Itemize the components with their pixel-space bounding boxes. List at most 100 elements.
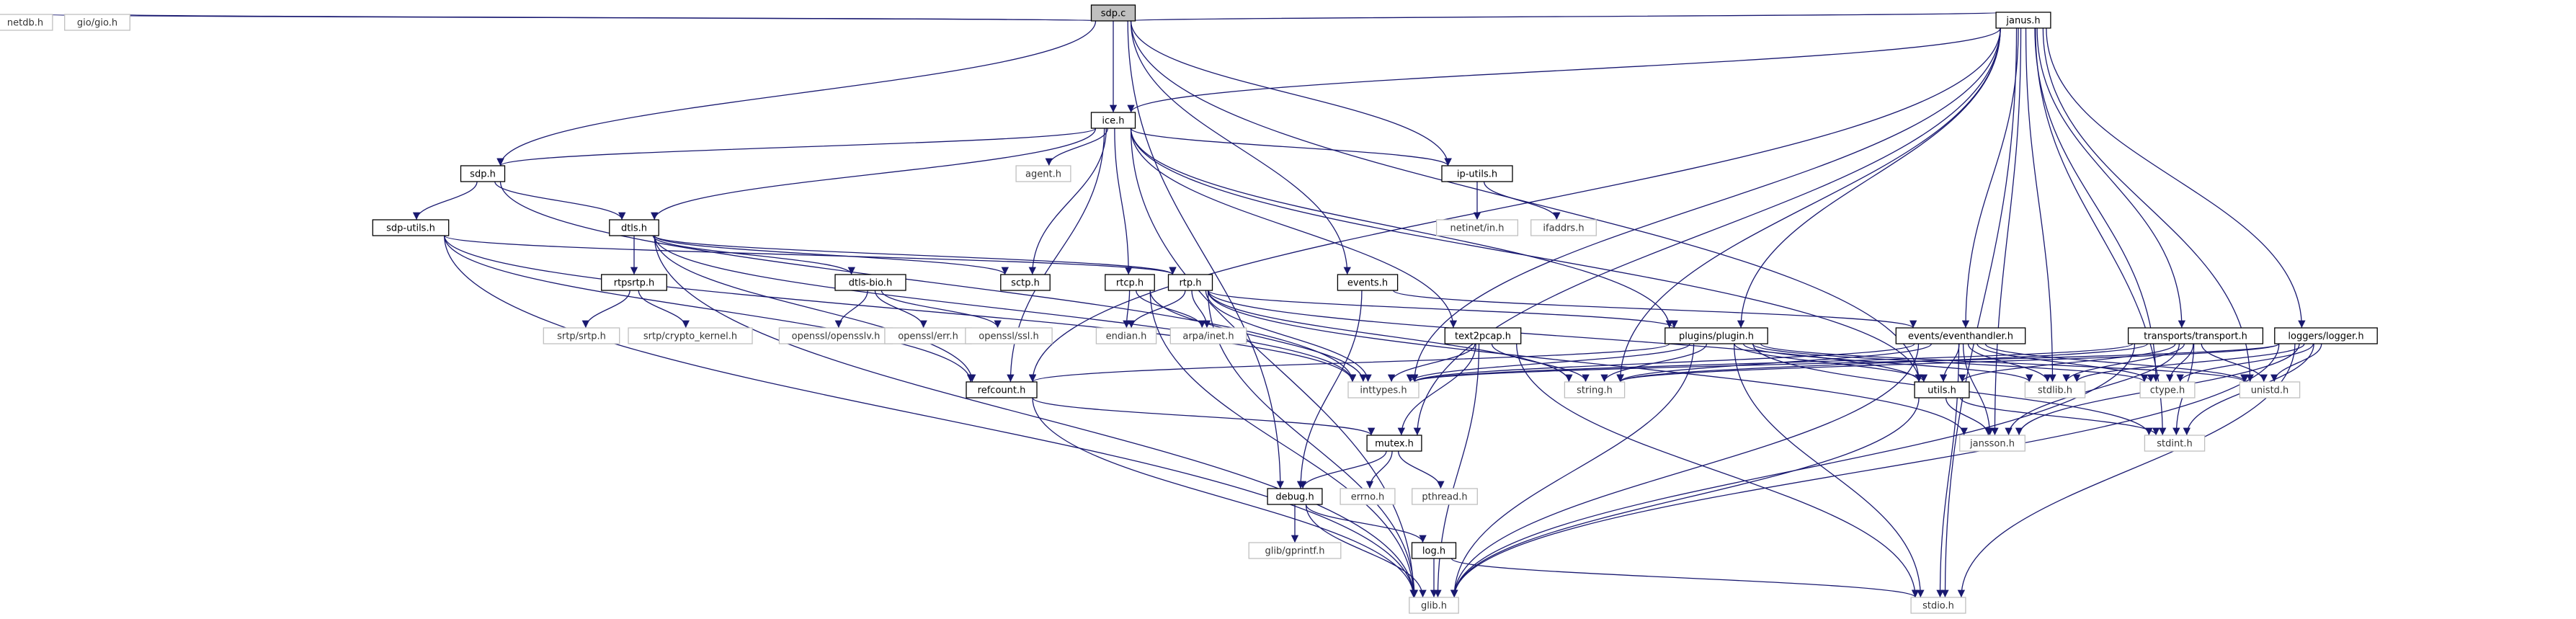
- edge-logger-h-to-ctype-h: [2176, 343, 2314, 383]
- node-rtcp-h[interactable]: rtcp.h: [1105, 274, 1155, 291]
- edge-sdp-h-to-dtls-h: [494, 181, 626, 221]
- edge-dtls-h-to-refcount-h: [654, 235, 976, 383]
- node-box: [1411, 542, 1457, 559]
- edge-text2pcap-h-to-stdio-h: [1516, 343, 1920, 598]
- node-box: [1090, 112, 1136, 129]
- node-log-h[interactable]: log.h: [1411, 542, 1457, 559]
- node-dtlsbio-h[interactable]: dtls-bio.h: [834, 274, 906, 291]
- node-label: loggers/logger.h: [2288, 331, 2363, 342]
- node-transport-h[interactable]: transports/transport.h: [2127, 327, 2264, 344]
- node-utils-h[interactable]: utils.h: [1914, 381, 1970, 398]
- node-crypto-h: srtp/crypto_kernel.h: [628, 327, 753, 344]
- node-refcount-h[interactable]: refcount.h: [966, 381, 1038, 398]
- node-label: ctype.h: [2150, 386, 2185, 396]
- node-debug-h[interactable]: debug.h: [1267, 488, 1323, 505]
- node-endian-h: endian.h: [1095, 327, 1157, 344]
- node-events-h[interactable]: events.h: [1337, 274, 1399, 291]
- edge-dtlsbio-h-to-opensslv-h: [834, 290, 868, 329]
- node-netdb-h: netdb.h: [0, 14, 53, 31]
- edge-logger-h-to-unistd-h: [2270, 343, 2322, 383]
- edge-rtp-h-to-string-h: [1207, 290, 1573, 383]
- edge-sdputils-h-to-refcount-h: [444, 235, 975, 383]
- node-label: rtcp.h: [1116, 278, 1144, 289]
- node-agent-h: agent.h: [1015, 165, 1071, 182]
- node-box: [372, 219, 450, 236]
- edge-plugin-h-to-stdio-h: [1733, 343, 1925, 598]
- node-label: unistd.h: [2251, 386, 2289, 396]
- edge-rtcp-h-to-inttypes-h: [1149, 290, 1367, 383]
- node-label: string.h: [1577, 386, 1613, 396]
- edge-ice-h-to-agent-h: [1045, 128, 1108, 166]
- node-box: [460, 165, 506, 182]
- node-sdp-h[interactable]: sdp.h: [460, 165, 506, 182]
- node-box: [1095, 327, 1157, 344]
- node-eventhandler-h[interactable]: events/eventhandler.h: [1895, 327, 2026, 344]
- node-ice-h[interactable]: ice.h: [1090, 112, 1136, 129]
- node-text2pcap-h[interactable]: text2pcap.h: [1444, 327, 1522, 344]
- node-label: janus.h: [2005, 16, 2040, 27]
- edge-sdp-c-to-debug-h: [1127, 20, 1285, 489]
- edge-rtcp-h-to-glib-h: [1149, 290, 1417, 598]
- node-label: agent.h: [1025, 169, 1061, 180]
- edge-janus-h-to-inttypes-h: [1410, 27, 2001, 383]
- edge-rtp-h-to-utils-h: [1207, 290, 1923, 383]
- node-label: dtls-bio.h: [849, 278, 892, 289]
- edge-ice-h-to-plugin-h: [1130, 128, 1673, 329]
- node-box: [1959, 435, 2025, 452]
- edge-transport-h-to-string-h: [1616, 343, 2148, 383]
- node-stdio-h: stdio.h: [1910, 597, 1966, 614]
- node-label: openssl/err.h: [898, 331, 958, 342]
- edge-sdp-c-to-iputils-h: [1130, 20, 1452, 166]
- edge-janus-h-to-jansson-h: [1991, 27, 2022, 436]
- node-sdputils-h[interactable]: sdp-utils.h: [372, 219, 450, 236]
- node-rtpsrtp-h[interactable]: rtpsrtp.h: [601, 274, 667, 291]
- node-label: ifaddrs.h: [1543, 223, 1584, 234]
- node-rtp-h[interactable]: rtp.h: [1167, 274, 1213, 291]
- node-box: [1564, 381, 1626, 398]
- node-pthread-h: pthread.h: [1412, 488, 1478, 505]
- node-mutex-h[interactable]: mutex.h: [1366, 435, 1422, 452]
- edge-logger-h-to-string-h: [1616, 343, 2280, 383]
- node-netinet-h: netinet/in.h: [1435, 219, 1519, 236]
- node-dtls-h[interactable]: dtls.h: [609, 219, 659, 236]
- node-box: [1664, 327, 1768, 344]
- node-box: [2144, 435, 2206, 452]
- edge-janus-h-to-ice-h: [1127, 27, 2001, 113]
- node-box: [2274, 327, 2378, 344]
- node-box: [0, 14, 53, 31]
- edge-eventhandler-h-to-glib-h: [1450, 343, 1920, 598]
- node-box: [1090, 4, 1136, 22]
- edge-rtcp-h-to-arpa-h: [1136, 290, 1206, 329]
- node-janus-h[interactable]: janus.h: [1995, 12, 2051, 29]
- node-box: [1340, 488, 1396, 505]
- edge-rtpsrtp-h-to-crypto-h: [638, 290, 690, 329]
- node-plugin-h[interactable]: plugins/plugin.h: [1664, 327, 1768, 344]
- node-string-h: string.h: [1564, 381, 1626, 398]
- node-label: glib.h: [1421, 601, 1447, 612]
- node-box: [2024, 381, 2086, 398]
- edge-rtp-h-to-jansson-h: [1207, 290, 1968, 436]
- edge-rtp-h-to-plugin-h: [1207, 290, 1678, 329]
- edge-janus-h-to-stdlib-h: [2025, 27, 2056, 383]
- node-logger-h[interactable]: loggers/logger.h: [2274, 327, 2378, 344]
- node-box: [1347, 381, 1420, 398]
- edge-sdp-c-to-sdp-h: [496, 20, 1097, 166]
- node-sctp-h[interactable]: sctp.h: [1000, 274, 1051, 291]
- node-sdp-c[interactable]: sdp.c: [1090, 4, 1136, 22]
- edge-rtcp-h-to-endian-h: [1123, 290, 1131, 329]
- node-label: events/eventhandler.h: [1908, 331, 2013, 342]
- node-iputils-h[interactable]: ip-utils.h: [1441, 165, 1513, 182]
- edge-janus-h-to-string-h: [1616, 27, 2001, 383]
- edge-janus-h-to-stdio-h: [1941, 27, 2018, 598]
- edge-janus-h-to-stdint-h: [2035, 27, 2167, 436]
- edge-events-h-to-debug-h: [1296, 290, 1363, 489]
- edge-sdp-c-to-gio-h: [124, 14, 1097, 23]
- node-jansson-h: jansson.h: [1959, 435, 2025, 452]
- edge-janus-h-to-unistd-h: [2042, 27, 2254, 383]
- edge-janus-h-to-eventhandler-h: [1961, 27, 2019, 329]
- node-label: netdb.h: [7, 18, 43, 29]
- node-label: stdio.h: [1922, 601, 1954, 612]
- edge-ice-h-to-sdp-h: [496, 128, 1097, 166]
- node-label: mutex.h: [1375, 439, 1414, 450]
